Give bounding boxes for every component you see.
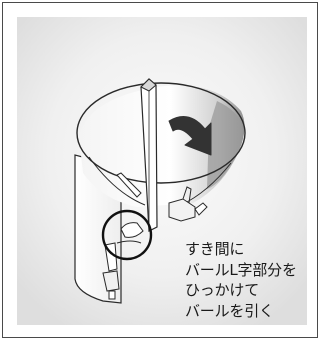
latch-notch (194, 202, 208, 216)
instruction-line-4: バールを引く (185, 301, 274, 320)
highlight-circle (101, 209, 153, 261)
inner-rib-left (116, 172, 142, 198)
lower-clip-2 (102, 270, 120, 292)
figure-frame: すき間に バールL字部分を ひっかけて バールを引く (2, 2, 318, 338)
instruction-line-1: すき間に (185, 240, 245, 258)
cylinder-illustration (17, 17, 307, 325)
lower-clip-3 (108, 290, 116, 300)
curved-arrow-icon (168, 116, 212, 156)
illustration-panel: すき間に バールL字部分を ひっかけて バールを引く (17, 17, 307, 325)
inner-edge-left (88, 156, 146, 206)
inner-shadow (207, 101, 243, 189)
hook-detail (120, 222, 144, 238)
hook-line (116, 240, 142, 244)
instruction-caption: すき間に バールL字部分を ひっかけて バールを引く (185, 239, 297, 321)
instruction-line-3: ひっかけて (185, 281, 260, 299)
instruction-line-2: バールL字部分を (185, 260, 297, 279)
latch-hook (182, 186, 192, 204)
cylinder-rim (76, 82, 246, 184)
